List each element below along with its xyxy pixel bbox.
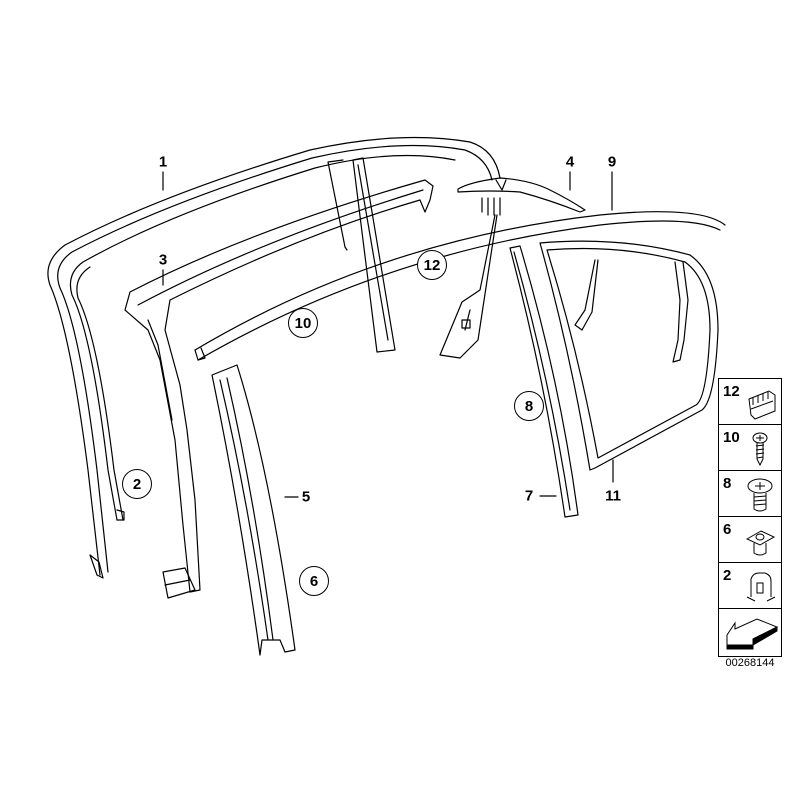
part-12-b-pillar: [439, 214, 498, 359]
legend-label: 6: [723, 521, 732, 538]
callout-4: 4: [565, 153, 575, 171]
legend-row-12: 12: [719, 379, 781, 425]
callout-12-circled: 12: [417, 250, 447, 280]
legend-label: 10: [723, 429, 740, 446]
callout-6-circled: 6: [299, 566, 329, 596]
part-1-door-frame-seal: [47, 136, 501, 579]
legend-row-10: 10: [719, 425, 781, 471]
legend-row-6: 6: [719, 517, 781, 563]
push-nut-icon: [745, 530, 776, 556]
callout-9: 9: [607, 153, 617, 171]
legend-row-arrow: [719, 609, 781, 656]
part-3-guide-rail: [124, 179, 434, 599]
legend-row-2: 2: [719, 563, 781, 609]
callout-7: 7: [524, 487, 534, 505]
callout-8-circled: 8: [514, 391, 544, 421]
callout-11: 11: [605, 487, 621, 505]
small-parts-legend: 12 10 8 6 2: [718, 378, 782, 657]
legend-label: 8: [723, 475, 732, 492]
part-10-window-strip: [194, 211, 726, 361]
self-tapping-screw-icon: [752, 432, 768, 467]
legend-row-8: 8: [719, 471, 781, 517]
callout-5: 5: [301, 488, 311, 506]
callout-1: 1: [158, 153, 168, 171]
pan-head-screw-icon: [747, 478, 773, 512]
legend-label: 2: [723, 567, 732, 584]
catalog-number: 00268144: [725, 657, 775, 669]
callout-3: 3: [158, 251, 168, 269]
arrow-direction-icon: [726, 618, 779, 650]
clip-icon: [748, 390, 776, 420]
callout-2-circled: 2: [122, 469, 152, 499]
legend-label: 12: [723, 383, 740, 400]
part-4-upper-trim: [457, 177, 586, 216]
part-11-rear-window-seal: [539, 240, 719, 483]
part-5-pillar-trim: [211, 364, 299, 656]
spring-clip-icon: [746, 572, 776, 602]
callout-10-circled: 10: [288, 308, 318, 338]
part-7-rear-trim: [509, 245, 579, 518]
